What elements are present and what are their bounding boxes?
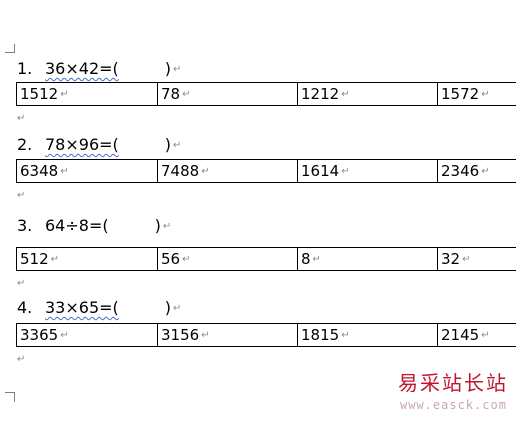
close-paren: ) <box>164 59 172 78</box>
option-cell: 1815↵ <box>298 324 438 346</box>
page-corner-bottom-left <box>5 392 15 402</box>
question-number: 1. <box>17 59 33 78</box>
close-paren: ) <box>164 135 172 154</box>
expression-text: 64÷8=( <box>45 216 109 235</box>
option-cell: 78↵ <box>158 83 298 105</box>
option-cell: 1212↵ <box>298 83 438 105</box>
paragraph-mark: ↵ <box>17 113 26 124</box>
option-cell: 56↵ <box>158 248 298 270</box>
expression-text: 36×42=( <box>45 59 119 78</box>
option-cell: 7488↵ <box>158 160 298 182</box>
option-cell: 2346↵ <box>441 162 490 180</box>
options-row-4: 3365↵ 3156↵ 1815↵ 2145↵ <box>16 323 516 347</box>
option-cell: 1614↵ <box>298 160 438 182</box>
question-number: 4. <box>17 298 33 317</box>
page-corner-top-left <box>5 44 15 53</box>
close-paren: ) <box>164 298 172 317</box>
paragraph-mark: ↵ <box>17 354 26 365</box>
options-row-2: 6348↵ 7488↵ 1614↵ 2346↵ <box>16 159 516 183</box>
question-expression: 36×42=( <box>45 59 119 79</box>
question-number: 3. <box>17 216 33 235</box>
options-row-3: 512↵ 56↵ 8↵ 32↵ <box>16 247 516 271</box>
option-cell: 2145↵ <box>441 326 490 344</box>
expression-text: 78×96=( <box>45 135 119 154</box>
option-cell: 3156↵ <box>158 324 298 346</box>
paragraph-mark: ↵ <box>173 303 182 314</box>
paragraph-mark: ↵ <box>173 140 182 151</box>
question-2: 2. 78×96=()↵ <box>17 135 181 156</box>
option-cell: 1512↵ <box>17 83 158 105</box>
options-row-1: 1512↵ 78↵ 1212↵ 1572↵ <box>16 82 516 106</box>
option-cell: 8↵ <box>298 248 438 270</box>
option-cell: 3365↵ <box>17 324 158 346</box>
question-expression: 78×96=( <box>45 135 119 155</box>
option-cell: 6348↵ <box>17 160 158 182</box>
paragraph-mark: ↵ <box>173 64 182 75</box>
watermark-logo-text: 易采站长站 <box>398 371 508 395</box>
close-paren: ) <box>154 216 161 235</box>
question-3: 3. 64÷8=()↵ <box>17 216 171 237</box>
paragraph-mark: ↵ <box>17 278 26 289</box>
expression-text: 33×65=( <box>45 298 119 317</box>
question-expression: 64÷8=( <box>45 216 109 236</box>
option-cell: 512↵ <box>17 248 158 270</box>
option-cell: 32↵ <box>441 250 471 268</box>
question-1: 1. 36×42=()↵ <box>17 59 181 80</box>
question-number: 2. <box>17 135 33 154</box>
question-4: 4. 33×65=()↵ <box>17 298 181 319</box>
paragraph-mark: ↵ <box>162 221 172 232</box>
watermark-url: www.easck.com <box>400 398 507 412</box>
question-expression: 33×65=( <box>45 298 119 318</box>
option-cell: 1572↵ <box>441 85 490 103</box>
paragraph-mark: ↵ <box>17 190 26 201</box>
